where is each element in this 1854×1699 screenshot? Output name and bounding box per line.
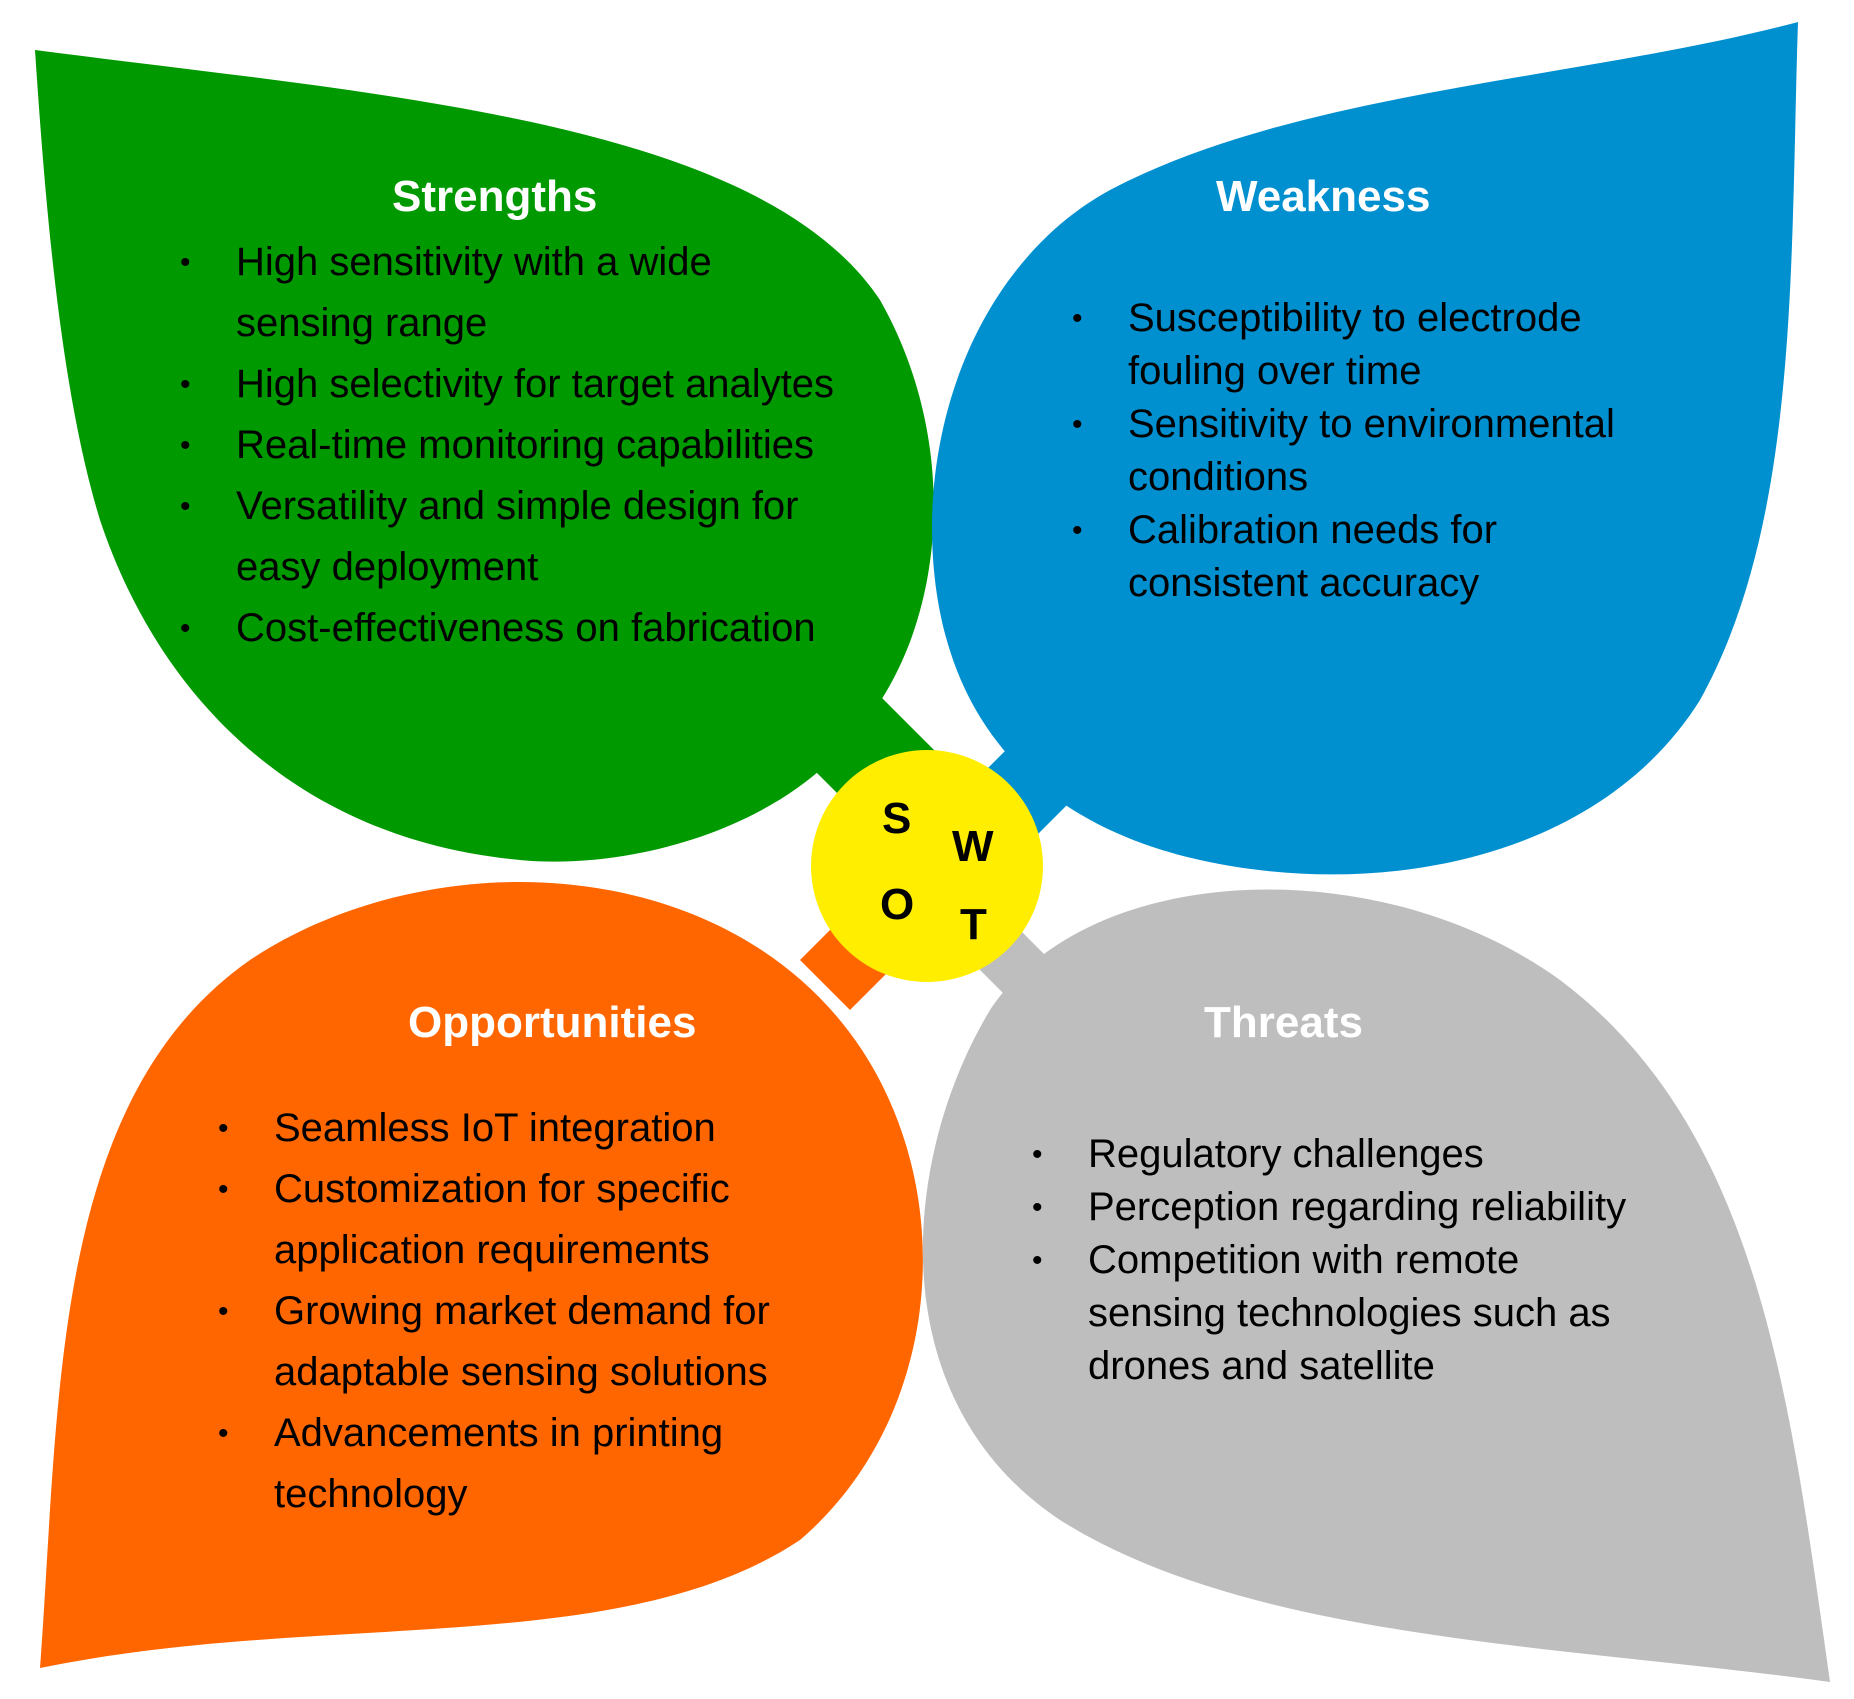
bullet-text: Competition with remote xyxy=(1088,1238,1520,1282)
bullet-dot-icon: • xyxy=(1072,408,1083,441)
bullet-text: technology xyxy=(274,1472,468,1516)
bullet-dot-icon: • xyxy=(180,368,191,401)
bullet-dot-icon: • xyxy=(1072,514,1083,547)
bullet-text: Regulatory challenges xyxy=(1088,1132,1484,1176)
swot-center-circle xyxy=(811,750,1043,982)
bullet-item-continuation: drones and satellite xyxy=(1032,1340,1772,1393)
strengths-list: • High sensitivity with a wide sensing ran… xyxy=(180,232,940,659)
center-letter-w: W xyxy=(952,822,994,871)
weakness-leaf xyxy=(931,22,1798,875)
bullet-item: • Sensitivity to environmental xyxy=(1072,398,1772,451)
bullet-text: fouling over time xyxy=(1128,349,1422,393)
bullet-item-continuation: adaptable sensing solutions xyxy=(218,1342,918,1403)
bullet-text: Sensitivity to environmental xyxy=(1128,402,1615,446)
bullet-text: Susceptibility to electrode xyxy=(1128,296,1582,340)
strengths-title: Strengths xyxy=(392,172,598,221)
bullet-text: High selectivity for target analytes xyxy=(236,362,835,406)
bullet-text: consistent accuracy xyxy=(1128,561,1480,605)
center-letter-t: T xyxy=(960,900,987,949)
bullet-item-continuation: consistent accuracy xyxy=(1072,557,1772,610)
threats-panel: Threats • Regulatory challenges • Perceptio… xyxy=(1032,998,1772,1393)
bullet-item: • Real-time monitoring capabilities xyxy=(180,415,940,476)
weakness-stem xyxy=(976,746,1068,838)
bullet-dot-icon: • xyxy=(1032,1244,1043,1277)
bullet-dot-icon: • xyxy=(1072,302,1083,335)
bullet-item-continuation: fouling over time xyxy=(1072,345,1772,398)
bullet-item: • Competition with remote xyxy=(1032,1234,1772,1287)
bullet-dot-icon: • xyxy=(218,1417,229,1450)
bullet-item: • Versatility and simple design for xyxy=(180,476,940,537)
bullet-item: • Advancements in printing xyxy=(218,1403,918,1464)
bullet-text: Advancements in printing xyxy=(274,1411,724,1455)
bullet-dot-icon: • xyxy=(180,612,191,645)
bullet-item: • High selectivity for target analytes xyxy=(180,354,940,415)
bullet-item: • Calibration needs for xyxy=(1072,504,1772,557)
bullet-text: Real-time monitoring capabilities xyxy=(236,423,815,467)
bullet-text: Seamless IoT integration xyxy=(274,1106,716,1150)
bullet-item-continuation: application requirements xyxy=(218,1220,918,1281)
bullet-text: Calibration needs for xyxy=(1128,508,1498,552)
bullet-text: Customization for specific xyxy=(274,1167,730,1211)
bullet-text: Perception regarding reliability xyxy=(1088,1185,1627,1229)
bullet-dot-icon: • xyxy=(218,1112,229,1145)
bullet-item: • Seamless IoT integration xyxy=(218,1098,918,1159)
center-letter-o: O xyxy=(880,880,915,929)
bullet-text: application requirements xyxy=(274,1228,710,1272)
bullet-text: sensing technologies such as xyxy=(1088,1291,1611,1335)
bullet-dot-icon: • xyxy=(180,246,191,279)
bullet-item-continuation: technology xyxy=(218,1464,918,1525)
bullet-dot-icon: • xyxy=(180,490,191,523)
strengths-panel: Strengths • High sensitivity with a wide s… xyxy=(180,172,940,659)
bullet-item-continuation: conditions xyxy=(1072,451,1772,504)
bullet-text: sensing range xyxy=(236,301,488,345)
bullet-item: • Perception regarding reliability xyxy=(1032,1181,1772,1234)
bullet-text: drones and satellite xyxy=(1088,1344,1435,1388)
bullet-item: • Cost-effectiveness on fabrication xyxy=(180,598,940,659)
bullet-item: • Customization for specific xyxy=(218,1159,918,1220)
bullet-dot-icon: • xyxy=(1032,1191,1043,1224)
threats-title: Threats xyxy=(1204,998,1363,1047)
opportunities-stem xyxy=(800,920,890,1010)
center-letter-s: S xyxy=(882,794,912,843)
bullet-text: easy deployment xyxy=(236,545,539,589)
bullet-text: adaptable sensing solutions xyxy=(274,1350,768,1394)
weakness-title: Weakness xyxy=(1216,172,1431,221)
bullet-text: Growing market demand for xyxy=(274,1289,770,1333)
bullet-text: High sensitivity with a wide xyxy=(236,240,712,284)
strengths-leaf xyxy=(35,50,934,862)
bullet-item: • Regulatory challenges xyxy=(1032,1128,1772,1181)
bullet-text: Cost-effectiveness on fabrication xyxy=(236,606,816,650)
bullet-item-continuation: sensing technologies such as xyxy=(1032,1287,1772,1340)
bullet-dot-icon: • xyxy=(218,1295,229,1328)
bullet-item: • High sensitivity with a wide xyxy=(180,232,940,293)
bullet-item: • Susceptibility to electrode xyxy=(1072,292,1772,345)
weakness-panel: Weakness • Susceptibility to electrode fou… xyxy=(1072,172,1772,610)
bullet-dot-icon: • xyxy=(180,429,191,462)
opportunities-title: Opportunities xyxy=(408,998,697,1047)
bullet-text: conditions xyxy=(1128,455,1309,499)
threats-list: • Regulatory challenges • Perception regard… xyxy=(1032,1128,1772,1393)
opportunities-list: • Seamless IoT integration • Customization … xyxy=(218,1098,918,1525)
weakness-list: • Susceptibility to electrode fouling over… xyxy=(1072,292,1772,610)
opportunities-panel: Opportunities •Seamless IoT integration•… xyxy=(218,998,918,1525)
bullet-item-continuation: sensing range xyxy=(180,293,940,354)
bullet-dot-icon: • xyxy=(218,1173,229,1206)
bullet-item-continuation: easy deployment xyxy=(180,537,940,598)
bullet-dot-icon: • xyxy=(1032,1138,1043,1171)
bullet-item: • Growing market demand for xyxy=(218,1281,918,1342)
opportunities-leaf xyxy=(40,882,923,1668)
bullet-text: Versatility and simple design for xyxy=(236,484,799,528)
threats-leaf xyxy=(922,889,1830,1682)
